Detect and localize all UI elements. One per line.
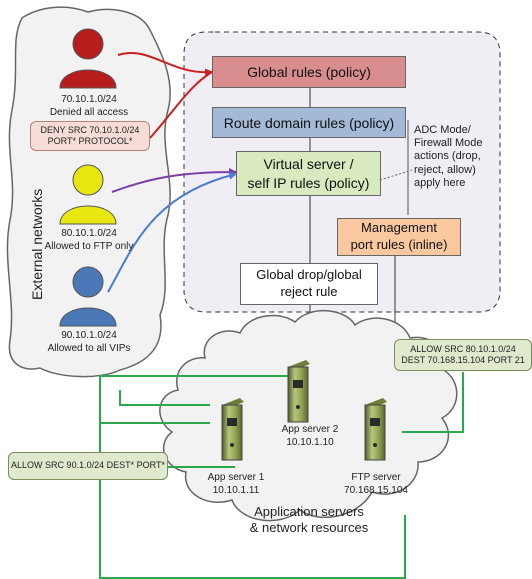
adc-mode-note: ADC Mode/ Firewall Mode actions (drop, r… [414, 124, 483, 189]
server-ip-app1: 10.10.1.11 [212, 485, 260, 496]
deny-acl-callout: DENY SRC 70.10.1.0/24 PORT* PROTOCOL* [30, 121, 150, 151]
arrow-ftp-to-vs [111, 168, 237, 193]
route-domain-rules-box: Route domain rules (policy) [212, 107, 406, 138]
person-icon-all-vips [59, 266, 117, 327]
server-icon-ftp [364, 398, 387, 461]
allow-all-vips-acl-callout: ALLOW SRC 90.1.0/24 DEST* PORT* [8, 452, 168, 480]
server-ip-app2: 10.10.1.10 [286, 437, 334, 448]
server-name-ftp: FTP server [351, 472, 401, 483]
client-access-denied: Denied all access [49, 107, 129, 118]
acl-line-all-vips [99, 375, 406, 579]
acl-line-app2 [119, 390, 210, 406]
server-name-app1: App server 1 [207, 472, 265, 483]
virtual-server-rules-box: Virtual server / self IP rules (policy) [236, 151, 381, 196]
global-rules-box: Global rules (policy) [212, 56, 406, 88]
global-drop-reject-box: Global drop/global reject rule [240, 263, 378, 305]
client-network-denied: 70.10.1.0/24 [61, 94, 117, 105]
external-networks-label: External networks [29, 189, 45, 300]
client-access-all-vips: Allowed to all VIPs [47, 343, 131, 354]
client-network-ftp: 80.10.1.0/24 [61, 228, 117, 239]
server-icon-app1 [221, 398, 244, 461]
person-icon-denied [59, 28, 117, 89]
client-access-ftp: Allowed to FTP only [44, 241, 134, 252]
client-network-all-vips: 90.10.1.0/24 [61, 330, 117, 341]
allow-ftp-acl-callout: ALLOW SRC 80.10.1.0/24 DEST 70.168.15.10… [394, 339, 532, 371]
server-icon-app2 [287, 360, 310, 423]
arrow-deny-acl-to-global [149, 71, 213, 139]
server-ip-ftp: 70.168.15.104 [344, 485, 408, 496]
server-name-app2: App server 2 [281, 424, 339, 435]
arrow-deny-to-global [117, 52, 213, 77]
acl-line-ftp [402, 372, 464, 433]
management-port-rules-box: Management port rules (inline) [337, 218, 461, 256]
application-servers-caption: Application servers & network resources [249, 504, 369, 535]
person-icon-ftp [59, 164, 117, 225]
arrow-vips-to-vs [107, 171, 237, 293]
adc-pointer [379, 169, 413, 181]
